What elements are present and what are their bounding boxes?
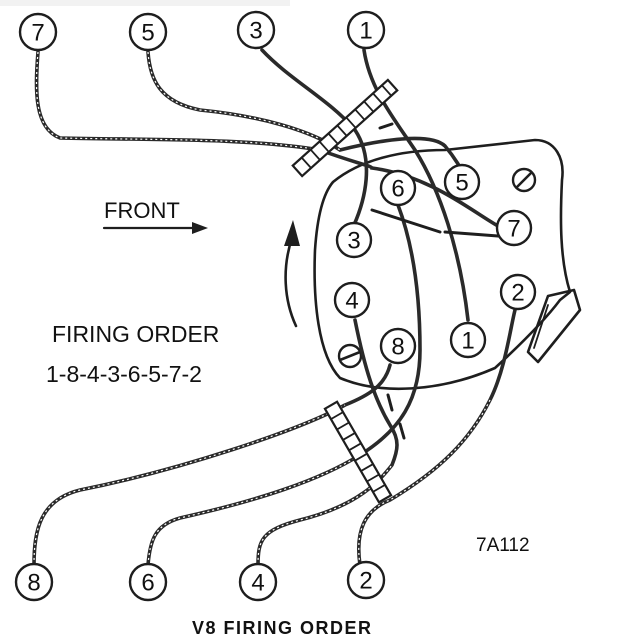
plug-2-label: 2 bbox=[359, 568, 372, 595]
cap-terminal-8-label: 8 bbox=[391, 334, 404, 361]
cap-terminal-3: 3 bbox=[335, 221, 373, 259]
cap-terminal-5-label: 5 bbox=[455, 170, 468, 197]
plug-7: 7 bbox=[18, 12, 58, 52]
rotation-arrow bbox=[284, 236, 298, 328]
plug-4-label: 4 bbox=[251, 570, 264, 597]
wire-separator-bottom bbox=[323, 400, 393, 504]
wire-1 bbox=[362, 48, 470, 322]
front-arrowhead bbox=[192, 222, 208, 234]
plug-2: 2 bbox=[346, 560, 386, 600]
cap-terminal-4-label: 4 bbox=[345, 288, 358, 315]
cap-terminal-3-label: 3 bbox=[347, 228, 360, 255]
plug-6-label: 6 bbox=[141, 570, 154, 597]
firing-order-label: FIRING ORDER bbox=[52, 321, 219, 347]
plug-5-label: 5 bbox=[141, 20, 154, 47]
wire-separator-top bbox=[291, 78, 399, 178]
distributor-tab bbox=[526, 288, 582, 364]
front-label: FRONT bbox=[104, 198, 180, 223]
screw-bottom-left bbox=[337, 343, 363, 369]
cap-terminal-4: 4 bbox=[333, 281, 371, 319]
plug-8: 8 bbox=[14, 562, 54, 602]
cap-terminal-6-label: 6 bbox=[391, 176, 404, 203]
wire-3 bbox=[260, 48, 369, 227]
tab-slot bbox=[533, 304, 549, 349]
plug-1: 1 bbox=[346, 10, 386, 50]
cap-terminal-7-label: 7 bbox=[507, 216, 520, 243]
cropped-text-remnant bbox=[0, 0, 290, 6]
distributor-body bbox=[313, 138, 572, 390]
cap-terminal-6: 6 bbox=[379, 169, 417, 207]
plug-3: 3 bbox=[236, 10, 276, 50]
wire-8 bbox=[32, 363, 392, 567]
plug-3-label: 3 bbox=[249, 18, 262, 45]
cap-internal-dashes bbox=[370, 122, 500, 440]
plug-8-label: 8 bbox=[27, 570, 40, 597]
caption: V8 FIRING ORDER bbox=[192, 618, 373, 638]
figure-code: 7A112 bbox=[476, 535, 530, 556]
cap-terminal-7: 7 bbox=[495, 209, 533, 247]
spark-plug-wires bbox=[32, 48, 517, 567]
plug-7-label: 7 bbox=[31, 20, 44, 47]
plug-1-label: 1 bbox=[359, 18, 372, 45]
cap-terminal-5: 5 bbox=[443, 163, 481, 201]
rotation-arrowhead bbox=[284, 220, 300, 246]
wire-highlights bbox=[33, 51, 491, 566]
plug-5: 5 bbox=[128, 12, 168, 52]
firing-sequence: 1-8-4-3-6-5-7-2 bbox=[46, 361, 202, 387]
cap-terminal-8: 8 bbox=[379, 327, 417, 365]
cap-terminal-2-label: 2 bbox=[511, 280, 524, 307]
screw-top-right bbox=[511, 167, 537, 193]
cap-terminal-1-label: 1 bbox=[461, 328, 474, 355]
cap-terminal-2: 2 bbox=[499, 273, 537, 311]
plug-6: 6 bbox=[128, 562, 168, 602]
plug-4: 4 bbox=[238, 562, 278, 602]
cap-terminal-1: 1 bbox=[449, 321, 487, 359]
